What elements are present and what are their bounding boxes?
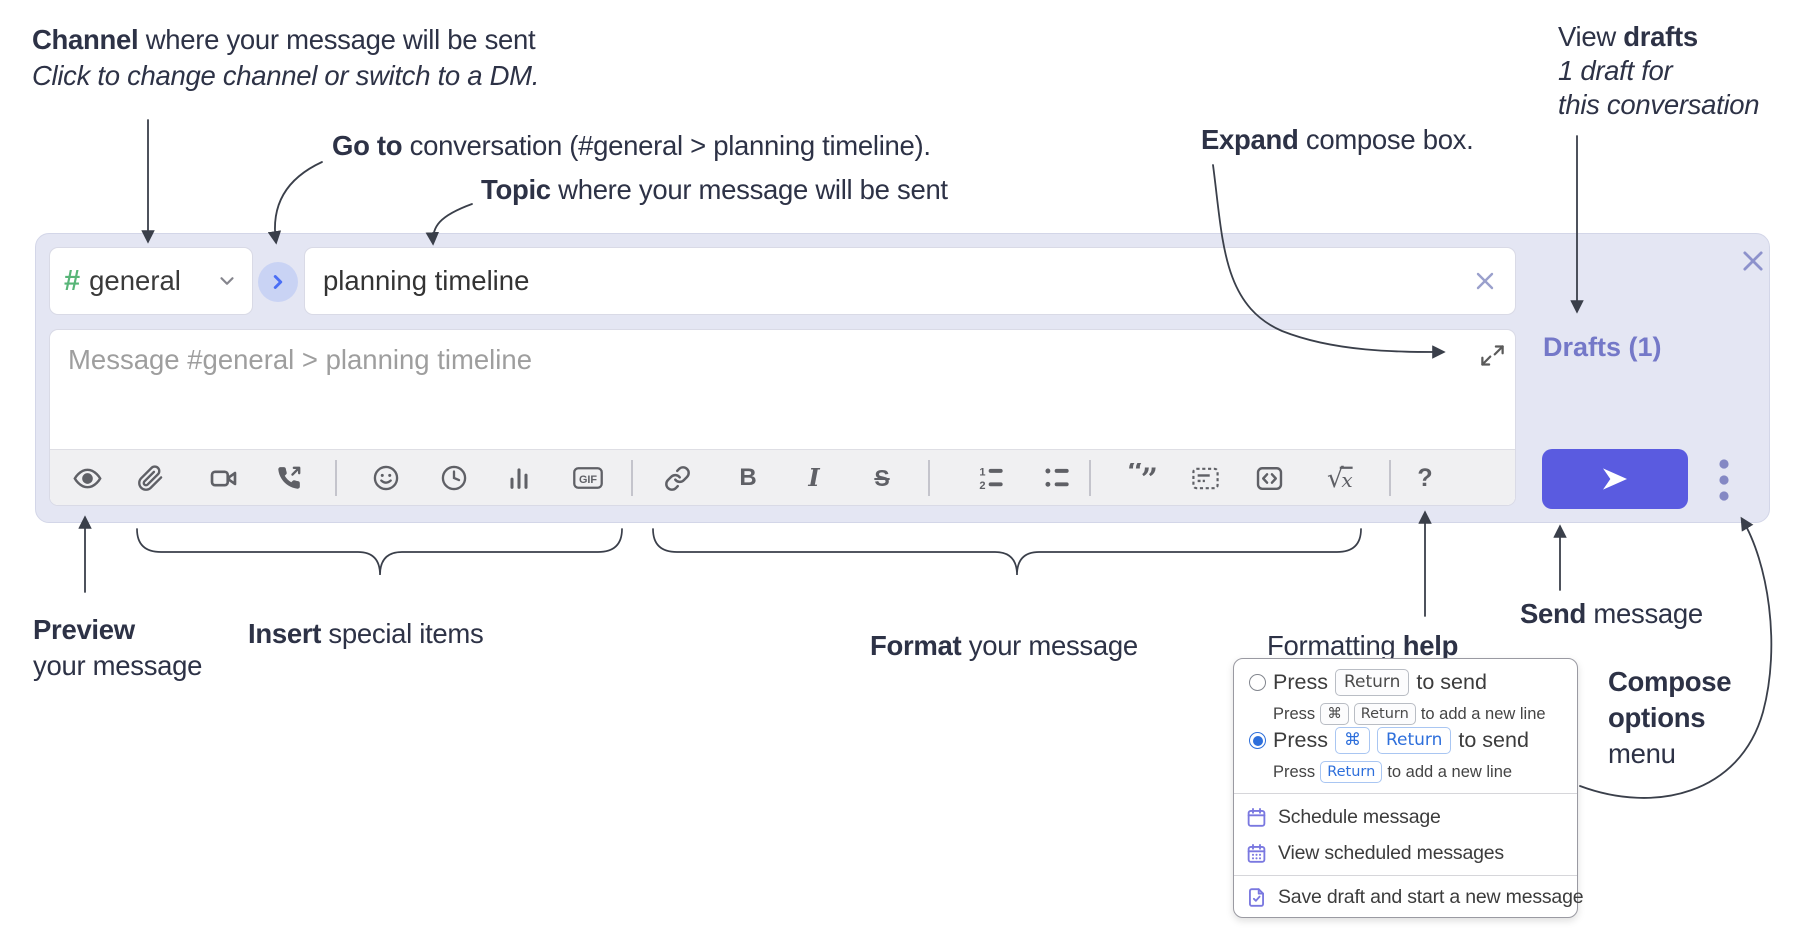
vertical-dots-icon xyxy=(1719,459,1729,501)
radio-unselected-icon[interactable] xyxy=(1249,674,1266,692)
curve-to-goto xyxy=(267,161,323,245)
strikethrough-icon[interactable]: S xyxy=(874,464,890,491)
annotation-channel-rest: where your message will be sent xyxy=(138,24,536,55)
annotation-preview: Preview your message xyxy=(33,614,203,681)
expand-compose-icon[interactable] xyxy=(1479,342,1507,370)
clear-topic-icon[interactable] xyxy=(1473,269,1497,293)
formatting-help-icon[interactable]: ? xyxy=(1417,463,1433,492)
quote-icon[interactable]: “” xyxy=(1126,462,1158,494)
topic-input[interactable]: planning timeline xyxy=(304,247,1516,315)
svg-text:1: 1 xyxy=(979,467,985,479)
brace-format xyxy=(652,528,1362,576)
brace-insert xyxy=(136,528,623,576)
cmd-key: ⌘ xyxy=(1334,727,1370,755)
video-call-icon[interactable] xyxy=(207,462,239,494)
menu-item-view-scheduled[interactable]: View scheduled messages xyxy=(1246,835,1504,871)
svg-text:√: √ xyxy=(1327,464,1344,493)
code-icon[interactable] xyxy=(1253,462,1285,494)
message-input[interactable]: Message #general > planning timeline xyxy=(49,329,1516,506)
close-compose-icon[interactable] xyxy=(1739,247,1767,275)
channel-selector[interactable]: # general xyxy=(49,247,253,315)
annotation-insert: Insert special items xyxy=(248,618,484,649)
poll-icon[interactable] xyxy=(503,462,535,494)
toolbar-divider xyxy=(1089,460,1091,496)
annotation-formatting-help: Formatting help xyxy=(1267,630,1459,661)
annotation-drafts: View drafts 1 draft for this conversatio… xyxy=(1558,21,1760,120)
toolbar-divider xyxy=(631,460,633,496)
svg-text:“: “ xyxy=(1127,463,1144,490)
math-icon[interactable]: √x xyxy=(1326,462,1358,494)
chevron-right-icon xyxy=(273,275,283,289)
option-cmd-enter-to-send[interactable]: Press ⌘ Return to send xyxy=(1249,727,1529,755)
chevron-down-icon xyxy=(216,270,238,292)
toolbar-divider xyxy=(928,460,930,496)
send-button[interactable] xyxy=(1542,449,1688,509)
bold-icon[interactable]: B xyxy=(739,464,757,491)
popup-divider xyxy=(1234,875,1577,876)
svg-text:2: 2 xyxy=(979,480,985,492)
annotation-channel-line2: Click to change channel or switch to a D… xyxy=(32,60,540,91)
go-to-conversation-button[interactable] xyxy=(258,262,298,302)
return-key: Return xyxy=(1376,727,1452,755)
link-icon[interactable] xyxy=(661,462,693,494)
global-time-icon[interactable] xyxy=(438,462,470,494)
drafts-link[interactable]: Drafts (1) xyxy=(1543,332,1662,362)
calendar-grid-icon xyxy=(1247,843,1266,863)
calendar-icon xyxy=(1247,807,1266,827)
bulleted-list-icon[interactable] xyxy=(1041,462,1073,494)
emoji-icon[interactable] xyxy=(370,462,402,494)
option-enter-to-send-hint: Press ⌘ Return to add a new line xyxy=(1273,703,1546,726)
preview-eye-icon[interactable] xyxy=(71,462,103,494)
compose-box: # general planning timeline Message #gen… xyxy=(35,233,1770,523)
gif-icon[interactable]: GIF xyxy=(572,462,604,494)
italic-icon[interactable]: I xyxy=(808,463,820,492)
return-key: Return xyxy=(1334,669,1410,697)
toolbar-divider xyxy=(335,460,337,496)
voice-call-icon[interactable] xyxy=(273,462,305,494)
compose-options-popup: Press Return to send Press ⌘ Return to a… xyxy=(1233,658,1584,918)
svg-text:GIF: GIF xyxy=(579,474,597,486)
message-placeholder: Message #general > planning timeline xyxy=(68,344,532,375)
menu-item-schedule-message[interactable]: Schedule message xyxy=(1246,799,1441,835)
channel-hash-icon: # xyxy=(64,264,81,297)
attach-file-icon[interactable] xyxy=(134,462,166,494)
annotation-topic: Topic where your message will be sent xyxy=(481,174,948,205)
send-plane-icon xyxy=(1603,468,1627,490)
return-key: Return xyxy=(1353,703,1416,726)
channel-name: general xyxy=(89,265,181,296)
menu-item-save-draft[interactable]: Save draft and start a new message xyxy=(1246,879,1584,915)
annotation-goto: Go to conversation (#general > planning … xyxy=(332,130,931,161)
toolbar-divider xyxy=(1389,460,1391,496)
annotation-compose-options: Compose options menu xyxy=(1608,666,1732,769)
annotation-format: Format your message xyxy=(870,630,1138,661)
svg-text:x: x xyxy=(1341,468,1352,492)
topic-value: planning timeline xyxy=(323,265,530,296)
radio-selected-icon[interactable] xyxy=(1249,732,1266,750)
option-enter-to-send[interactable]: Press Return to send xyxy=(1249,669,1487,697)
return-key: Return xyxy=(1320,761,1383,784)
cmd-key: ⌘ xyxy=(1320,703,1349,726)
file-check-icon xyxy=(1249,887,1264,907)
annotation-channel-bold: Channel xyxy=(32,24,139,55)
annotation-send: Send message xyxy=(1520,598,1703,629)
svg-text:”: ” xyxy=(1141,463,1157,493)
compose-options-menu-button[interactable] xyxy=(1712,456,1736,504)
annotation-channel: Channel where your message will be sent … xyxy=(32,22,539,94)
option-cmd-enter-hint: Press Return to add a new line xyxy=(1273,761,1512,784)
annotation-expand: Expand compose box. xyxy=(1201,124,1474,155)
popup-divider xyxy=(1234,793,1577,794)
spoiler-icon[interactable] xyxy=(1189,462,1221,494)
